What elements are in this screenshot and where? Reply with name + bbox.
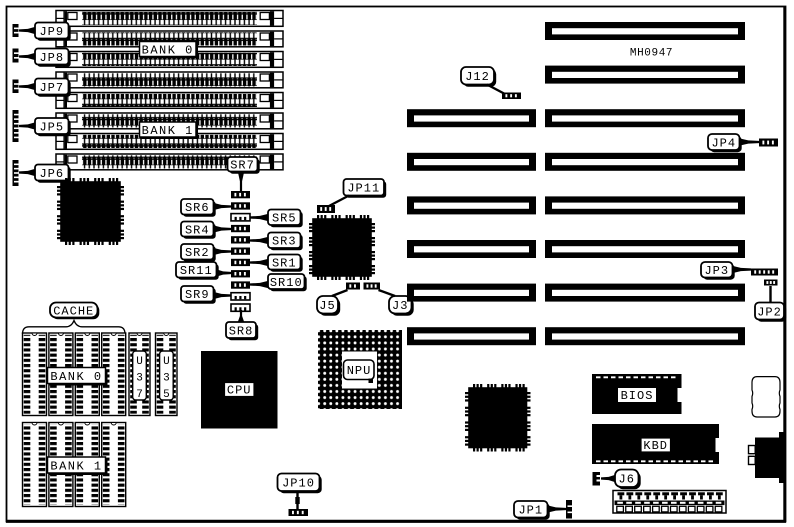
svg-text:SR8: SR8	[229, 324, 254, 338]
svg-text:SR4: SR4	[185, 223, 210, 237]
svg-text:U: U	[163, 356, 170, 368]
svg-text:JP1: JP1	[518, 504, 543, 518]
svg-text:JP5: JP5	[39, 120, 64, 134]
svg-text:SR1: SR1	[272, 256, 297, 270]
svg-text:JP9: JP9	[39, 25, 64, 39]
svg-text:J3: J3	[392, 299, 408, 313]
svg-text:J12: J12	[465, 70, 490, 84]
svg-text:BANK 1: BANK 1	[142, 124, 194, 138]
svg-text:JP8: JP8	[39, 51, 64, 65]
svg-text:JP10: JP10	[282, 477, 315, 491]
svg-text:CPU: CPU	[227, 384, 252, 398]
svg-text:SR3: SR3	[272, 235, 297, 249]
svg-text:MH0947: MH0947	[630, 48, 673, 60]
svg-text:JP3: JP3	[704, 264, 729, 278]
svg-text:JP7: JP7	[39, 81, 64, 95]
svg-text:5: 5	[163, 389, 170, 401]
svg-text:KBD: KBD	[643, 439, 668, 453]
svg-text:3: 3	[163, 373, 170, 385]
svg-text:BANK 0: BANK 0	[142, 43, 194, 57]
svg-text:JP11: JP11	[347, 182, 380, 196]
svg-text:BIOS: BIOS	[621, 389, 654, 403]
svg-text:SR5: SR5	[272, 212, 297, 226]
svg-text:BANK 0: BANK 0	[50, 370, 102, 384]
svg-text:JP2: JP2	[757, 305, 782, 319]
svg-text:JP4: JP4	[711, 136, 736, 150]
svg-text:CACHE: CACHE	[53, 304, 94, 318]
svg-text:SR6: SR6	[185, 201, 210, 215]
svg-text:7: 7	[136, 389, 143, 401]
svg-text:JP6: JP6	[39, 167, 64, 181]
svg-text:SR2: SR2	[185, 246, 210, 260]
svg-text:SR7: SR7	[230, 159, 255, 173]
svg-text:U: U	[136, 356, 143, 368]
svg-text:SR11: SR11	[180, 264, 213, 278]
svg-text:SR9: SR9	[185, 288, 210, 302]
svg-text:BANK 1: BANK 1	[50, 459, 102, 473]
svg-text:3: 3	[136, 373, 143, 385]
svg-text:J6: J6	[619, 473, 635, 487]
svg-text:J5: J5	[319, 299, 335, 313]
svg-text:NPU: NPU	[347, 364, 372, 378]
svg-text:SR10: SR10	[270, 276, 303, 290]
